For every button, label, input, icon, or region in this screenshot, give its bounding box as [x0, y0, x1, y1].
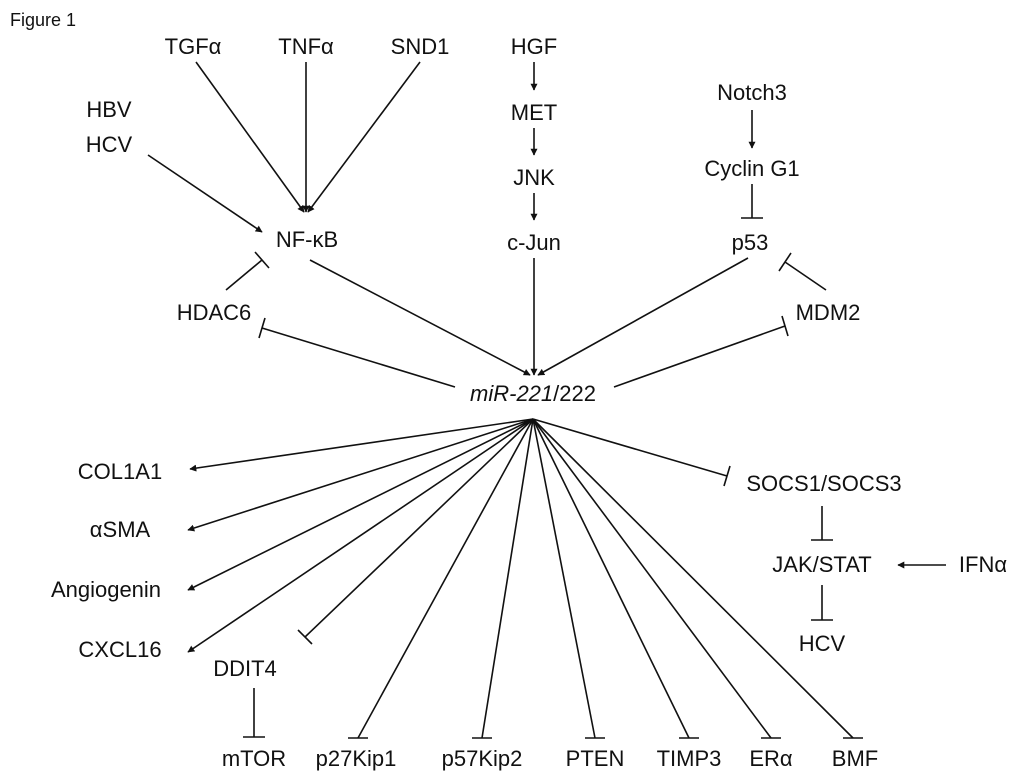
- edge-snd1-nfkb: [307, 61, 421, 213]
- node-cyclin-g1: Cyclin G1: [704, 156, 799, 181]
- node-jnk: JNK: [513, 165, 555, 190]
- node-hcv-top: HCV: [86, 132, 133, 157]
- node-socs1-socs3: SOCS1/SOCS3: [746, 471, 901, 496]
- node-col1a1: COL1A1: [78, 459, 162, 484]
- mir-italic-part: miR-221: [470, 381, 553, 406]
- node-jak-stat: JAK/STAT: [772, 552, 871, 577]
- node-timp3: TIMP3: [657, 746, 722, 771]
- edge-mir-mdm2: [613, 325, 786, 388]
- node-hgf: HGF: [511, 34, 557, 59]
- node-mtor: mTOR: [222, 746, 286, 771]
- node-hbv: HBV: [86, 97, 132, 122]
- edge-mir-asma: [187, 418, 534, 532]
- edge-hdac6-nfkb: [225, 259, 263, 291]
- inhibit-bar-nfkb: [254, 251, 270, 269]
- node-angiogenin: Angiogenin: [51, 577, 161, 602]
- inhibit-bar-socs: [723, 465, 731, 487]
- node-pten: PTEN: [566, 746, 625, 771]
- edge-mir-timp3: [532, 418, 690, 739]
- node-hcv-bottom: HCV: [799, 631, 846, 656]
- inhibit-bar-p53-mdm2: [778, 252, 792, 272]
- node-hdac6: HDAC6: [177, 300, 252, 325]
- edge-mir-hdac6: [261, 327, 456, 388]
- node-mdm2: MDM2: [796, 300, 861, 325]
- edge-p53-mir: [537, 257, 749, 376]
- edge-mir-col1a1: [189, 418, 534, 472]
- node-p53: p53: [732, 230, 769, 255]
- node-p27kip1: p27Kip1: [316, 746, 397, 771]
- figure-label: Figure 1: [10, 10, 76, 30]
- node-met: MET: [511, 100, 557, 125]
- inhibit-bar-hdac6: [258, 317, 266, 339]
- edge-hbvhcv-nfkb: [147, 154, 263, 233]
- node-nfkb: NF-κB: [276, 227, 338, 252]
- node-era: ERα: [749, 746, 793, 771]
- inhibit-bar-mdm2: [781, 315, 789, 337]
- node-cxcl16: CXCL16: [78, 637, 161, 662]
- node-p57kip2: p57Kip2: [442, 746, 523, 771]
- edge-tgfa-nfkb: [195, 61, 305, 213]
- node-notch3: Notch3: [717, 80, 787, 105]
- node-mir-221-222: miR-221/222: [470, 381, 596, 406]
- edge-mir-p27kip1: [357, 418, 534, 739]
- node-cjun: c-Jun: [507, 230, 561, 255]
- edge-mir-era: [532, 418, 772, 739]
- node-tnfa: TNFα: [278, 34, 334, 59]
- inhibit-bar-ddit4: [297, 629, 313, 645]
- edge-mir-angiogenin: [187, 418, 534, 591]
- edge-mir-p57kip2: [481, 418, 534, 739]
- node-ddit4: DDIT4: [213, 656, 277, 681]
- edge-mir-bmf: [532, 418, 854, 739]
- edge-mir-pten: [532, 418, 596, 739]
- edge-mir-ddit4: [304, 418, 534, 638]
- node-asma: αSMA: [90, 517, 151, 542]
- node-ifna: IFNα: [959, 552, 1007, 577]
- node-bmf: BMF: [832, 746, 878, 771]
- edge-mir-cxcl16: [187, 418, 534, 653]
- node-snd1: SND1: [391, 34, 450, 59]
- edge-mir-socs: [532, 418, 728, 477]
- node-tgfa: TGFα: [165, 34, 222, 59]
- mir-rest-part: /222: [553, 381, 596, 406]
- edge-mdm2-p53: [784, 261, 827, 291]
- edge-nfkb-mir: [309, 259, 531, 376]
